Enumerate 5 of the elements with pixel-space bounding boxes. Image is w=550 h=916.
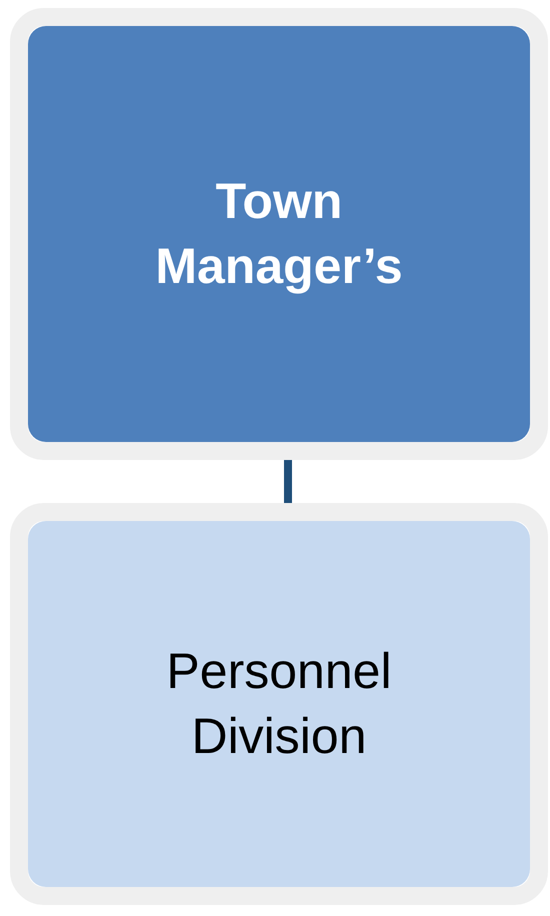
box-title: Town Manager’s	[154, 172, 404, 296]
box-title: Personnel Division	[165, 642, 393, 766]
connector-line	[284, 460, 292, 503]
org-box	[10, 8, 548, 460]
org-box	[10, 503, 548, 905]
